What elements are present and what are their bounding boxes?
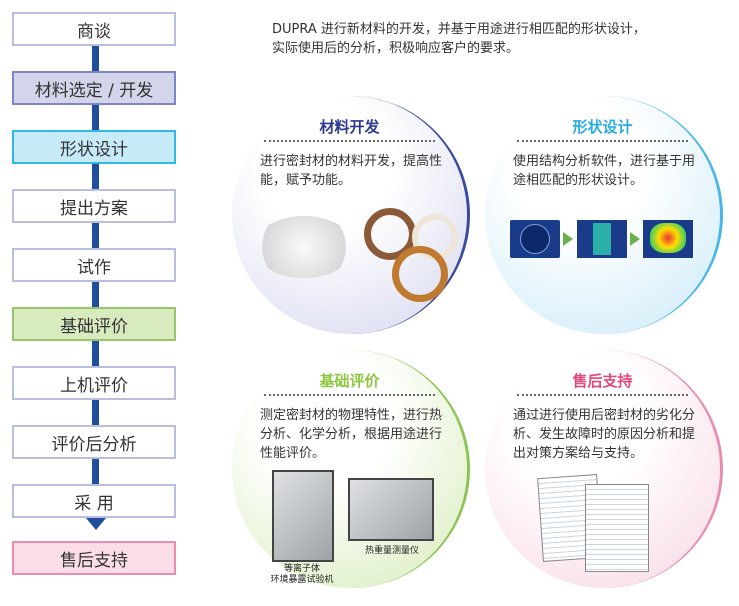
step-proposal: 提出方案 bbox=[12, 189, 176, 223]
material-development-circle: 材料开发 进行密封材的材料开发，提高性能，赋予功能。 bbox=[232, 96, 470, 334]
caption-line: 环境暴露试验机 bbox=[270, 575, 334, 585]
basic-title: 基础评价 bbox=[319, 372, 380, 390]
simulation-image bbox=[643, 220, 693, 258]
divider bbox=[264, 394, 435, 396]
step-shape-design: 形状设计 bbox=[12, 130, 176, 164]
step-post-evaluation-analysis: 评价后分析 bbox=[12, 425, 176, 459]
step-machine-evaluation: 上机评价 bbox=[12, 366, 176, 400]
plasma-tester-caption: 等离子体环境暴露试验机 bbox=[252, 564, 352, 586]
caption-line: 等离子体 bbox=[283, 564, 320, 574]
divider bbox=[517, 394, 688, 396]
after-sales-circle: 售后支持 通过进行使用后密封材的劣化分析、发生故障时的原因分析和提出对策方案给与… bbox=[485, 350, 723, 588]
divider bbox=[517, 140, 688, 142]
after-title: 售后支持 bbox=[572, 372, 633, 390]
arrow-icon bbox=[630, 232, 640, 246]
flow-arrow-icon bbox=[86, 518, 106, 530]
o-ring-image bbox=[392, 246, 448, 302]
divider bbox=[264, 140, 435, 142]
basic-desc: 测定密封材的物理特性，进行热分析、化学分析，根据用途进行性能评价。 bbox=[260, 408, 443, 461]
tga-caption: 热重量测量仪 bbox=[364, 546, 419, 556]
step-adoption: 采 用 bbox=[12, 484, 176, 518]
arrow-icon bbox=[563, 232, 573, 246]
intro-text: DUPRA 进行新材料的开发，并基于用途进行相匹配的形状设计， 实际使用后的分析… bbox=[272, 20, 712, 58]
step-negotiation: 商谈 bbox=[12, 12, 176, 46]
material-title: 材料开发 bbox=[319, 118, 380, 136]
shape-design-circle: 形状设计 使用结构分析软件，进行基于用途相匹配的形状设计。 bbox=[485, 96, 723, 334]
step-after-sales: 售后支持 bbox=[12, 541, 176, 575]
basic-evaluation-circle: 基础评价 测定密封材的物理特性，进行热分析、化学分析，根据用途进行性能评价。 等… bbox=[232, 350, 470, 588]
simulation-image bbox=[510, 220, 560, 258]
shape-desc: 使用结构分析软件，进行基于用途相匹配的形状设计。 bbox=[513, 154, 696, 188]
step-material-selection: 材料选定 / 开发 bbox=[12, 71, 176, 105]
simulation-image bbox=[577, 220, 627, 258]
report-document-image bbox=[585, 484, 649, 572]
tga-instrument-photo bbox=[348, 478, 434, 541]
step-basic-evaluation: 基础评价 bbox=[12, 307, 176, 341]
intro-line-2: 实际使用后的分析，积极响应客户的要求。 bbox=[272, 41, 520, 56]
intro-line-1: DUPRA 进行新材料的开发，并基于用途进行相匹配的形状设计， bbox=[272, 22, 646, 37]
after-desc: 通过进行使用后密封材的劣化分析、发生故障时的原因分析和提出对策方案给与支持。 bbox=[513, 408, 696, 461]
material-desc: 进行密封材的材料开发，提高性能，赋予功能。 bbox=[260, 154, 443, 188]
powder-image bbox=[254, 216, 354, 278]
step-prototype: 试作 bbox=[12, 248, 176, 282]
plasma-tester-photo bbox=[272, 470, 334, 562]
shape-title: 形状设计 bbox=[572, 118, 633, 136]
